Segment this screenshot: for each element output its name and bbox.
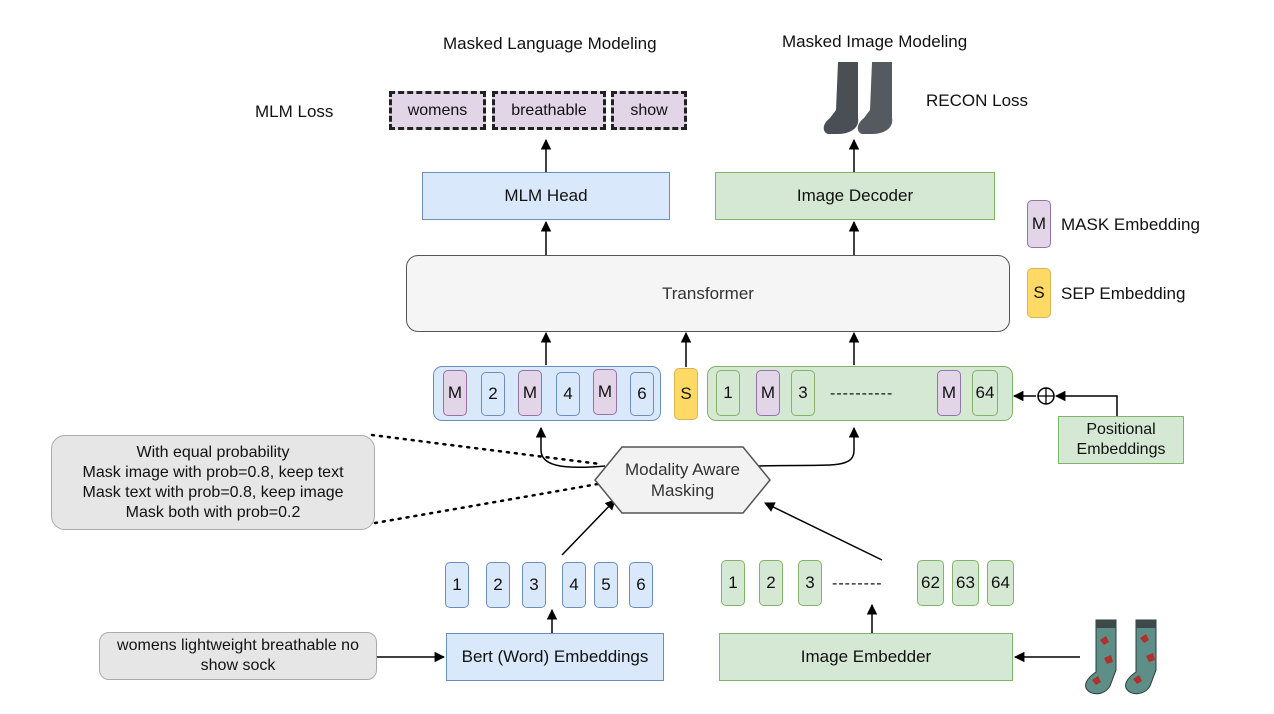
masked-image-token-5: 64 (972, 370, 998, 416)
masking-note-line-2: Mask image with prob=0.8, keep text (82, 463, 344, 481)
masked-image-ellipsis: ---------- (830, 385, 894, 402)
masked-image-token-4: M (937, 370, 961, 416)
masking-label: Modality Aware Masking (625, 459, 740, 500)
masked-image-token-3: 3 (791, 370, 815, 416)
masked-text-token-3: M (518, 370, 542, 416)
positional-embeddings-block: Positional Embeddings (1058, 416, 1184, 464)
mim-title: Masked Image Modeling (782, 32, 968, 51)
masked-text-token-1: M (443, 370, 467, 416)
masked-image-token-2: M (756, 370, 780, 416)
transformer-block: Transformer (406, 255, 1010, 332)
recon-loss-label: RECON Loss (926, 91, 1029, 110)
masked-image-token-1: 1 (716, 370, 740, 416)
text-token-2: 2 (486, 562, 510, 608)
image-tokens-ellipsis: -------- (832, 575, 883, 592)
arrow-positional-to-plus (1054, 390, 1118, 416)
masked-text-token-4: 4 (556, 372, 580, 416)
arrow-tokens-to-masking (561, 499, 616, 556)
predicted-word-2: breathable (492, 91, 606, 130)
predicted-word-1: womens (389, 91, 486, 130)
socks-image (1085, 619, 1157, 695)
masking-note-line-4: Mask both with prob=0.2 (125, 503, 301, 521)
image-token-63: 63 (952, 560, 979, 606)
mlm-title: Masked Language Modeling (443, 34, 657, 53)
image-token-62: 62 (917, 560, 944, 606)
mlm-head-block: MLM Head (422, 172, 670, 220)
masking-hexagon (594, 446, 771, 514)
image-token-2: 2 (759, 560, 783, 606)
legend-mask-label: MASK Embedding (1061, 215, 1200, 234)
callout-line-bottom (373, 482, 600, 525)
text-token-6: 6 (629, 562, 653, 608)
image-token-64: 64 (987, 560, 1014, 606)
image-token-3: 3 (798, 560, 822, 606)
masked-text-group (433, 366, 661, 421)
image-embedder-block: Image Embedder (719, 633, 1013, 681)
masked-text-token-6: 6 (630, 372, 654, 416)
input-text-box: womens lightweight breathable no show so… (99, 632, 377, 680)
text-token-1: 1 (445, 562, 469, 608)
predicted-word-3: show (611, 91, 687, 130)
masking-note-line-1: With equal probability (136, 443, 290, 461)
masking-note-line-3: Mask text with prob=0.8, keep image (82, 483, 344, 501)
sep-token: S (674, 368, 698, 420)
masked-text-token-2: 2 (481, 372, 505, 416)
reconstructed-socks-image (823, 62, 893, 134)
masking-note-callout: With equal probability Mask image with p… (51, 435, 375, 530)
mlm-loss-label: MLM Loss (255, 102, 334, 121)
image-decoder-block: Image Decoder (715, 172, 995, 220)
callout-line-top (370, 433, 602, 466)
text-token-3: 3 (522, 562, 546, 608)
legend-sep-swatch: S (1027, 268, 1051, 318)
arrow-image-tokens-to-masking (764, 502, 883, 561)
legend-mask-swatch: M (1027, 200, 1051, 248)
legend-sep-label: SEP Embedding (1061, 284, 1186, 303)
arrow-masking-to-image-group (754, 426, 860, 467)
arrow-masking-to-text-group (535, 426, 606, 469)
text-token-4: 4 (562, 562, 586, 608)
text-token-5: 5 (594, 562, 618, 608)
bert-embeddings-block: Bert (Word) Embeddings (446, 633, 664, 681)
image-token-1: 1 (721, 560, 745, 606)
masked-text-token-5: M (593, 369, 617, 415)
